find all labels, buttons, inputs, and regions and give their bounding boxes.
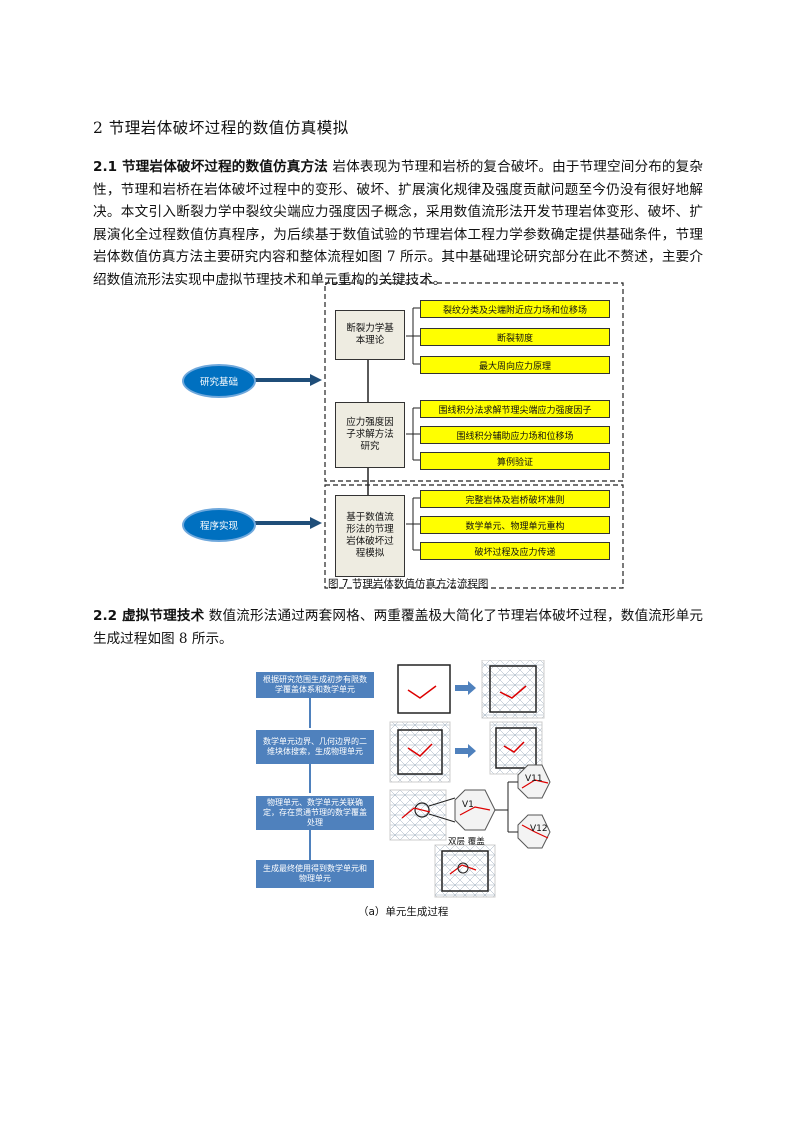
label-v1: V1 (462, 800, 474, 810)
figure-7-lines (255, 282, 624, 589)
subsection-title-2-2: 2.2 虚拟节理技术 (93, 608, 205, 624)
flow-step-2: 数学单元边界、几何边界的二维块体搜索，生成物理单元 (256, 730, 374, 764)
item-failure-criterion: 完整岩体及岩桥破坏准则 (420, 490, 610, 508)
figure-8-caption: （a）单元生成过程 (358, 906, 449, 918)
label-double-overlay: 双层 覆盖 (448, 837, 485, 847)
paragraph-2-2: 2.2 虚拟节理技术 数值流形法通过两套网格、两重覆盖极大简化了节理岩体破坏过程… (93, 605, 703, 650)
figure-7: 研究基础 程序实现 断裂力学基本理论 应力强度因子求解方法研究 基于数值流形法的… (170, 280, 630, 600)
item-contour-integral-sif: 围线积分法求解节理尖端应力强度因子 (420, 400, 610, 418)
label-v11: V11 (525, 774, 543, 784)
figure-8: 根据研究范围生成初步有限数学覆盖体系和数学单元 数学单元边界、几何边界的二维块体… (250, 660, 560, 920)
item-fracture-toughness: 断裂韧度 (420, 328, 610, 346)
item-element-reconstruction: 数学单元、物理单元重构 (420, 516, 610, 534)
group-fracture-mechanics: 断裂力学基本理论 (335, 310, 405, 360)
item-crack-classification: 裂纹分类及尖端附近应力场和位移场 (420, 300, 610, 318)
section-title: 2 节理岩体破坏过程的数值仿真模拟 (93, 119, 349, 137)
ellipse-program-implementation: 程序实现 (182, 508, 256, 542)
item-example-verification: 算例验证 (420, 452, 610, 470)
figure-8-drawing (309, 660, 551, 898)
ellipse-research-basis: 研究基础 (182, 364, 256, 398)
paragraph-2-1: 2.1 节理岩体破坏过程的数值仿真方法 岩体表现为节理和岩桥的复合破坏。由于节理… (93, 156, 703, 291)
label-v12: V12 (530, 824, 548, 834)
flow-step-4: 生成最终使用得到数学单元和物理单元 (256, 860, 374, 888)
paragraph-2-2-body: 数值流形法通过两套网格、两重覆盖极大简化了节理岩体破坏过程，数值流形单元生成过程… (93, 608, 703, 647)
figure-7-caption: 图 7 节理岩体数值仿真方法流程图 (328, 578, 489, 590)
subsection-title-2-1: 2.1 节理岩体破坏过程的数值仿真方法 (93, 159, 328, 175)
paragraph-2-1-body: 岩体表现为节理和岩桥的复合破坏。由于节理空间分布的复杂性，节理和岩桥在岩体破坏过… (93, 159, 703, 288)
group-nmm-simulation: 基于数值流形法的节理岩体破坏过程模拟 (335, 495, 405, 577)
flow-step-1: 根据研究范围生成初步有限数学覆盖体系和数学单元 (256, 672, 374, 698)
item-max-hoop-stress: 最大周向应力原理 (420, 356, 610, 374)
flow-step-3: 物理单元、数学单元关联确定，存在贯通节理的数学覆盖处理 (256, 796, 374, 830)
group-sif-method: 应力强度因子求解方法研究 (335, 402, 405, 468)
item-failure-stress-transfer: 破坏过程及应力传递 (420, 542, 610, 560)
item-contour-integral-aux: 围线积分辅助应力场和位移场 (420, 426, 610, 444)
